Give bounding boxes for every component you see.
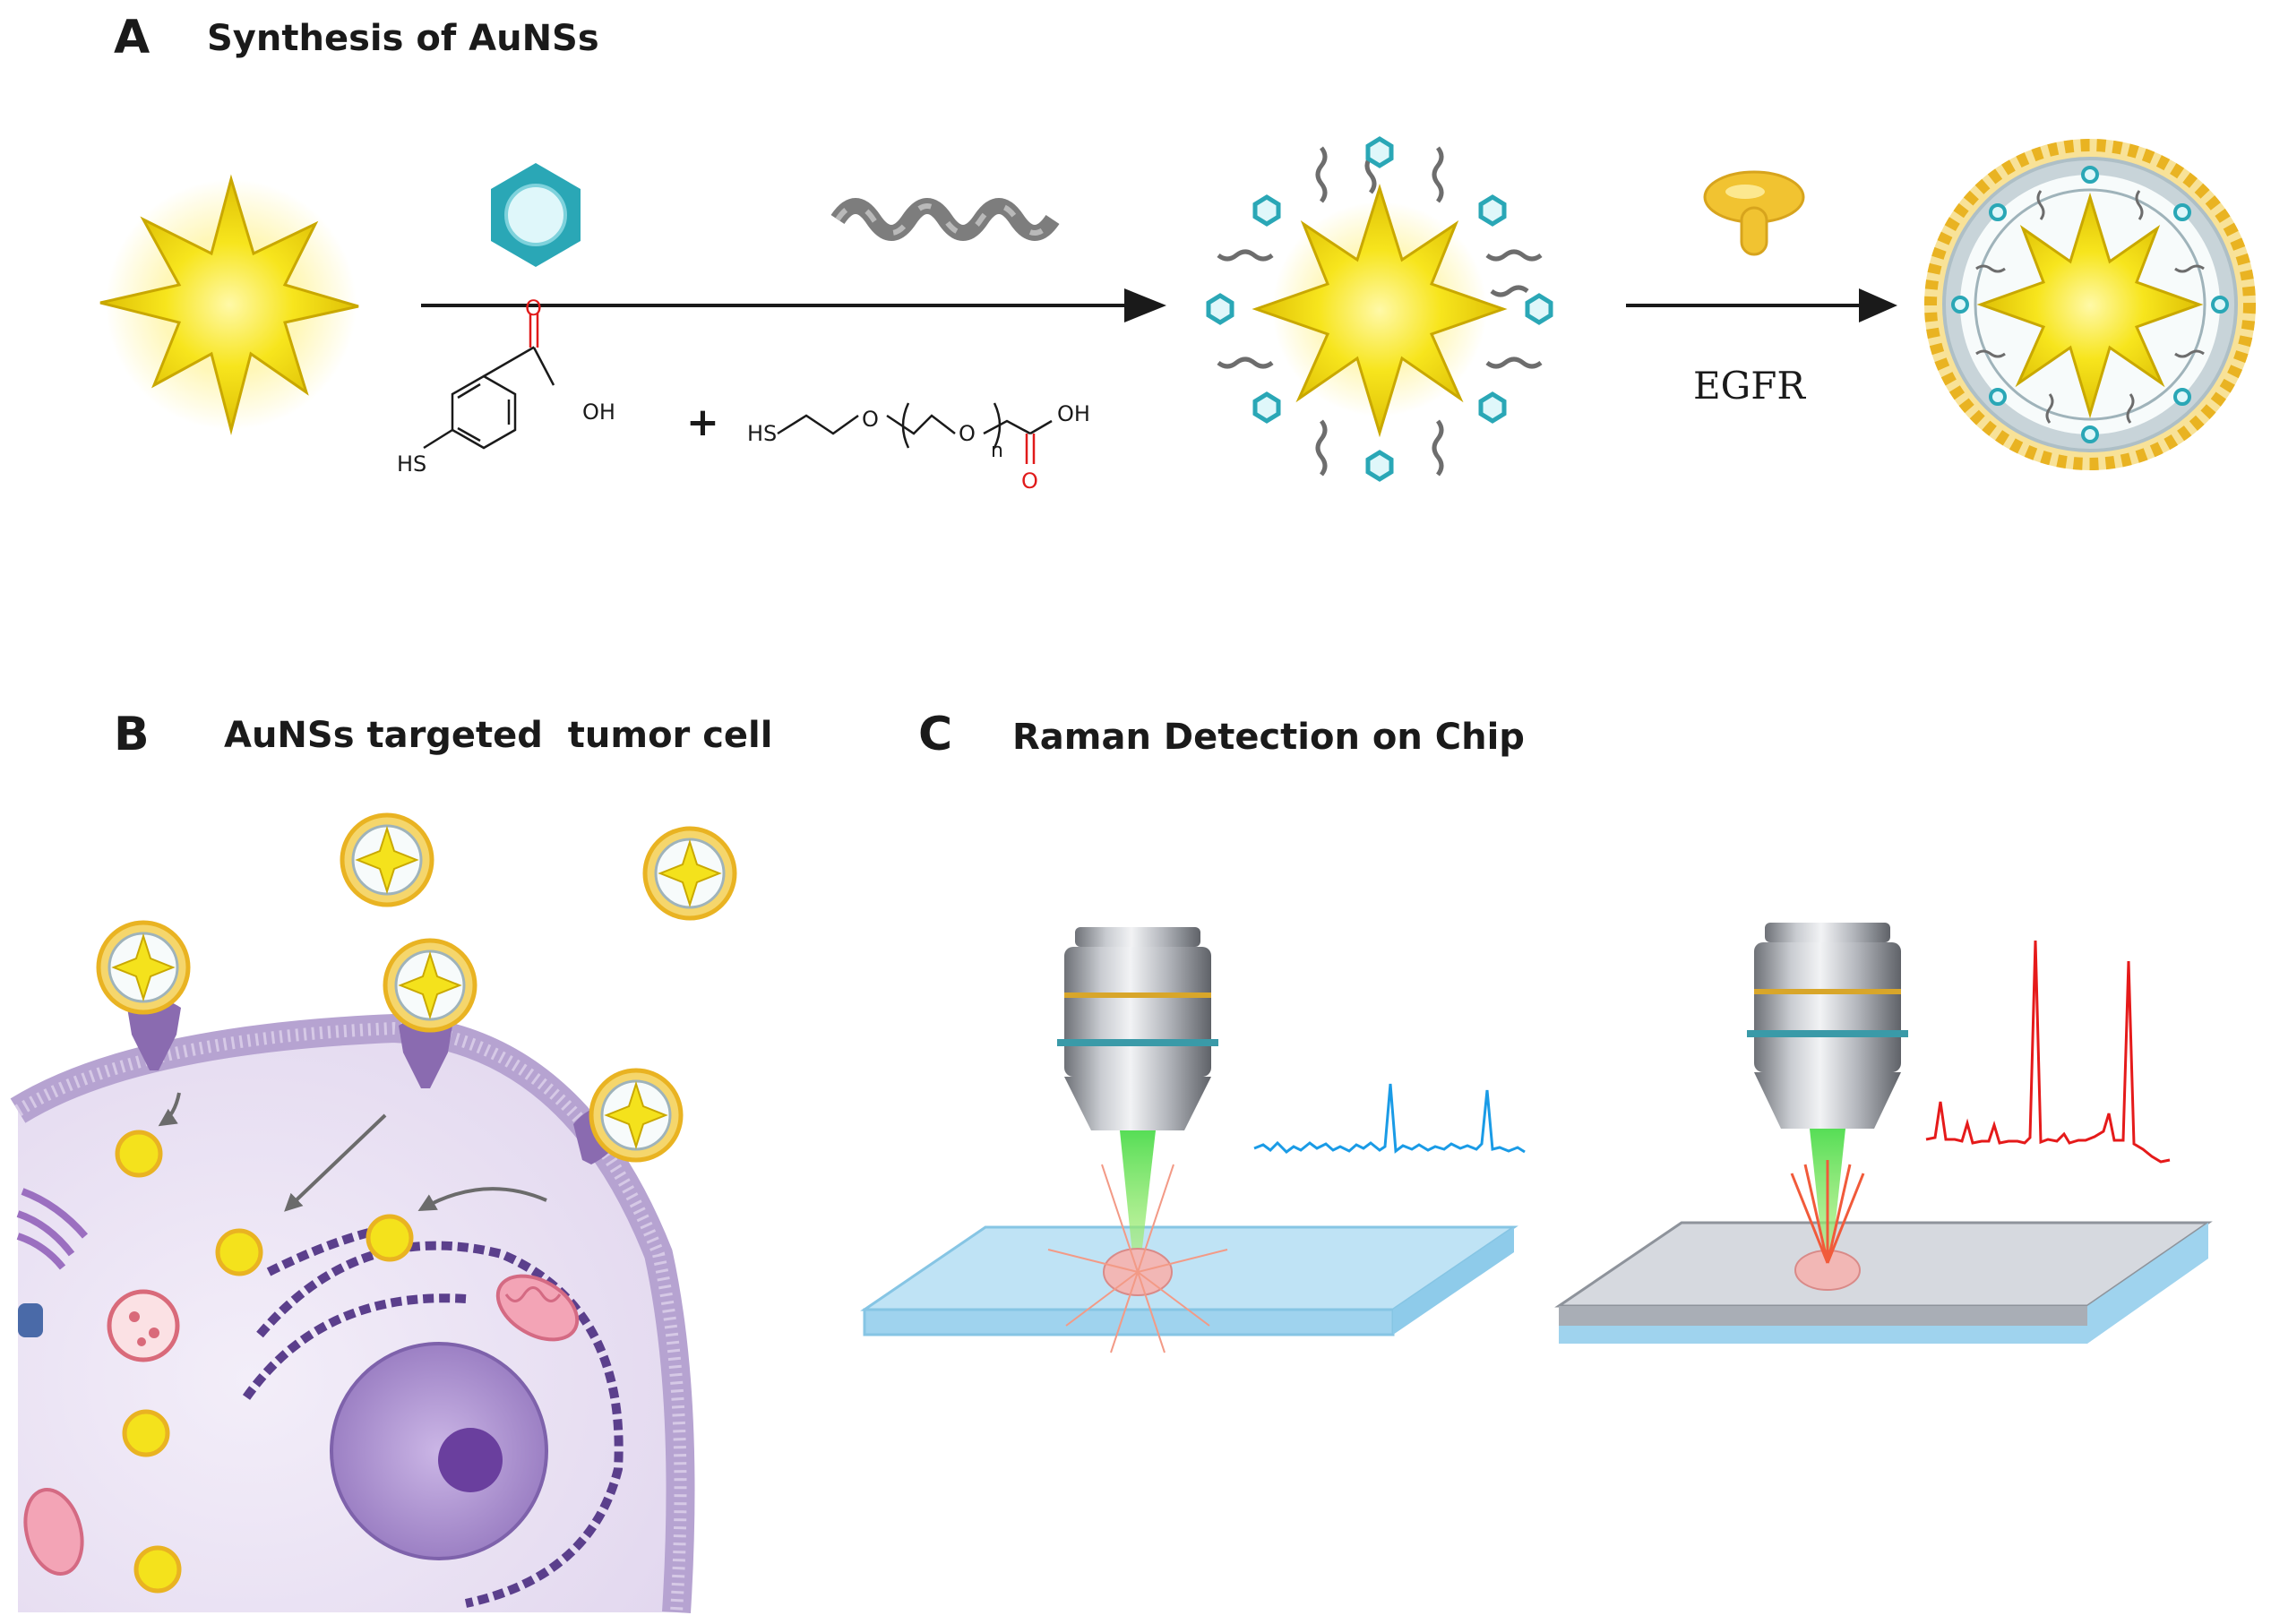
microscope-objective-icon	[1057, 927, 1218, 1130]
coated-nanostar	[1924, 139, 2256, 470]
laser-beam	[1120, 1130, 1156, 1272]
receptor-bound-nanoparticle	[96, 920, 191, 1070]
panel-c-letter: C	[918, 708, 953, 761]
free-nanoparticle	[340, 812, 434, 907]
spectrum-blue	[1253, 1083, 1526, 1154]
glass-chip-icon	[860, 1225, 1518, 1336]
receptor-bound-nanoparticle	[383, 938, 477, 1088]
peg-carbonyl-oxygen: O	[1021, 468, 1038, 494]
functionalized-nanostar	[1206, 136, 1553, 482]
panel-a-title: Synthesis of AuNSs	[207, 18, 599, 59]
vesicle-icon	[18, 1303, 43, 1337]
gold-nanostar-icon	[1976, 192, 2204, 419]
reaction-arrow-2	[1626, 288, 1897, 322]
benzene-linkers	[1206, 136, 1553, 482]
receptor-bound-nanoparticle	[573, 1068, 684, 1164]
peg-structure	[777, 402, 1053, 464]
reaction-arrow-1	[421, 288, 1166, 322]
free-nanoparticle	[642, 826, 737, 921]
gold-nanostar-icon	[1252, 183, 1508, 438]
mitochondria-icon	[23, 1487, 84, 1577]
antibody-icon	[1703, 170, 1805, 256]
microscope-objective-icon	[1747, 923, 1908, 1129]
internalization-arrows	[158, 1092, 547, 1212]
mba-hydroxyl: OH	[582, 400, 615, 425]
spectrum-red	[1925, 940, 2171, 1164]
mba-structure	[423, 314, 555, 450]
scatter-rays-enhanced	[1790, 1160, 1865, 1264]
dna-strand-icon	[830, 198, 1060, 241]
bare-nanostar	[99, 174, 359, 435]
peg-repeat-n: n	[991, 440, 1003, 462]
gold-nanostar-icon	[99, 174, 359, 435]
internalized-nanoparticles	[115, 1130, 414, 1594]
mba-thiol: HS	[397, 451, 426, 477]
glass-chip-icon	[1554, 1221, 2213, 1344]
panel-c-title: Raman Detection on Chip	[1012, 717, 1525, 758]
peg-chains	[1217, 146, 1543, 477]
peg-oxygen-1: O	[862, 407, 879, 432]
mba-oxygen: O	[525, 296, 542, 321]
panel-b-letter: B	[114, 708, 150, 761]
golgi-icon	[16, 1188, 89, 1270]
lysosome-icon	[107, 1289, 180, 1362]
panel-a-letter: A	[114, 11, 151, 64]
scatter-rays	[1047, 1164, 1228, 1353]
tumor-cell-icon	[10, 920, 695, 1613]
benzene-ring-icon	[491, 163, 581, 267]
peg-thiol: HS	[747, 421, 777, 446]
plus-sign: +	[686, 400, 719, 445]
panel-b-title: AuNSs targeted tumor cell	[224, 715, 773, 756]
peg-oxygen-2: O	[959, 421, 976, 446]
mitochondria-icon	[495, 1274, 580, 1342]
peg-hydroxyl: OH	[1057, 401, 1090, 426]
nucleus-icon	[242, 1223, 624, 1608]
egfr-label: EGFR	[1693, 364, 1806, 408]
